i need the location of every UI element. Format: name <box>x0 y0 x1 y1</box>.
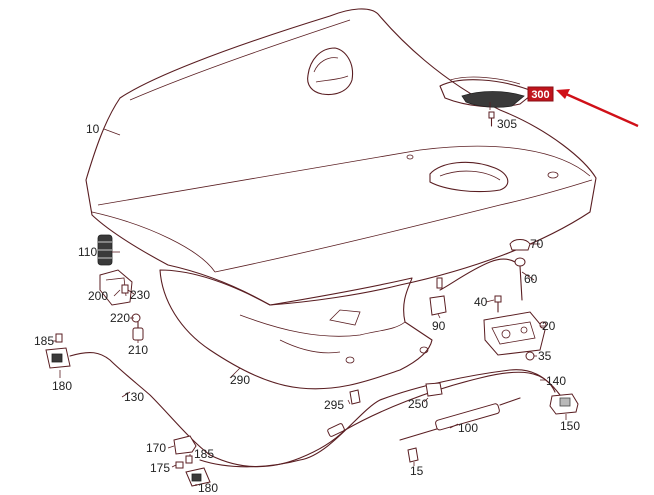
clip-295 <box>349 389 361 405</box>
insulation-mat-290 <box>159 269 433 390</box>
label-170: 170 <box>146 441 166 455</box>
gas-strut-100 <box>399 397 521 441</box>
label-60: 60 <box>524 272 538 286</box>
release-handle-150 <box>549 393 579 415</box>
label-185-left: 185 <box>34 334 54 348</box>
fastener-210 <box>132 321 144 341</box>
label-40: 40 <box>474 295 488 309</box>
label-230: 230 <box>130 288 150 302</box>
release-cable-130 <box>69 351 346 468</box>
release-rod <box>439 258 516 291</box>
clip-230 <box>121 284 129 294</box>
label-290: 290 <box>230 373 250 387</box>
vent-grille-300 <box>439 76 536 108</box>
fitting-15 <box>407 447 419 463</box>
label-210: 210 <box>128 343 148 357</box>
label-110: 110 <box>78 245 97 259</box>
fastener-185-lower <box>185 455 193 464</box>
label-180-lower: 180 <box>198 481 218 495</box>
label-10: 10 <box>86 122 100 136</box>
screw-305 <box>488 111 495 127</box>
label-35: 35 <box>538 349 552 363</box>
nut-35 <box>525 351 535 361</box>
release-cable-130b <box>199 369 561 468</box>
label-90: 90 <box>432 319 446 333</box>
release-cable-140 <box>344 371 556 431</box>
clip-175 <box>175 461 184 469</box>
label-200: 200 <box>88 289 108 303</box>
label-100: 100 <box>458 421 478 435</box>
label-140: 140 <box>546 374 566 388</box>
fastener-185-left <box>55 333 63 343</box>
label-220: 220 <box>110 311 130 325</box>
label-70: 70 <box>530 237 544 251</box>
label-295: 295 <box>324 398 344 412</box>
label-20: 20 <box>542 319 556 333</box>
screw-40 <box>494 295 502 313</box>
hood-bumper-110 <box>97 234 113 266</box>
bracket-90 <box>429 277 447 316</box>
label-250: 250 <box>408 397 428 411</box>
release-handle-180-left <box>45 347 71 369</box>
label-150: 150 <box>560 419 580 433</box>
pointer-arrow <box>556 89 639 128</box>
leader-lines <box>52 102 567 486</box>
label-15: 15 <box>410 464 424 478</box>
label-300: 300 <box>531 89 549 101</box>
cable-clip <box>327 423 345 437</box>
release-lever-170 <box>173 435 197 455</box>
label-180-left: 180 <box>52 379 72 393</box>
highlight-300: 300 <box>527 86 554 102</box>
label-175: 175 <box>150 461 170 475</box>
label-305: 305 <box>497 117 517 131</box>
rubber-stop-70 <box>509 239 531 251</box>
release-handle-180-lower <box>185 467 211 487</box>
label-185-lower: 185 <box>194 447 214 461</box>
label-130: 130 <box>124 390 144 404</box>
hood-lock-20 <box>483 311 547 356</box>
clip-250 <box>425 382 443 397</box>
